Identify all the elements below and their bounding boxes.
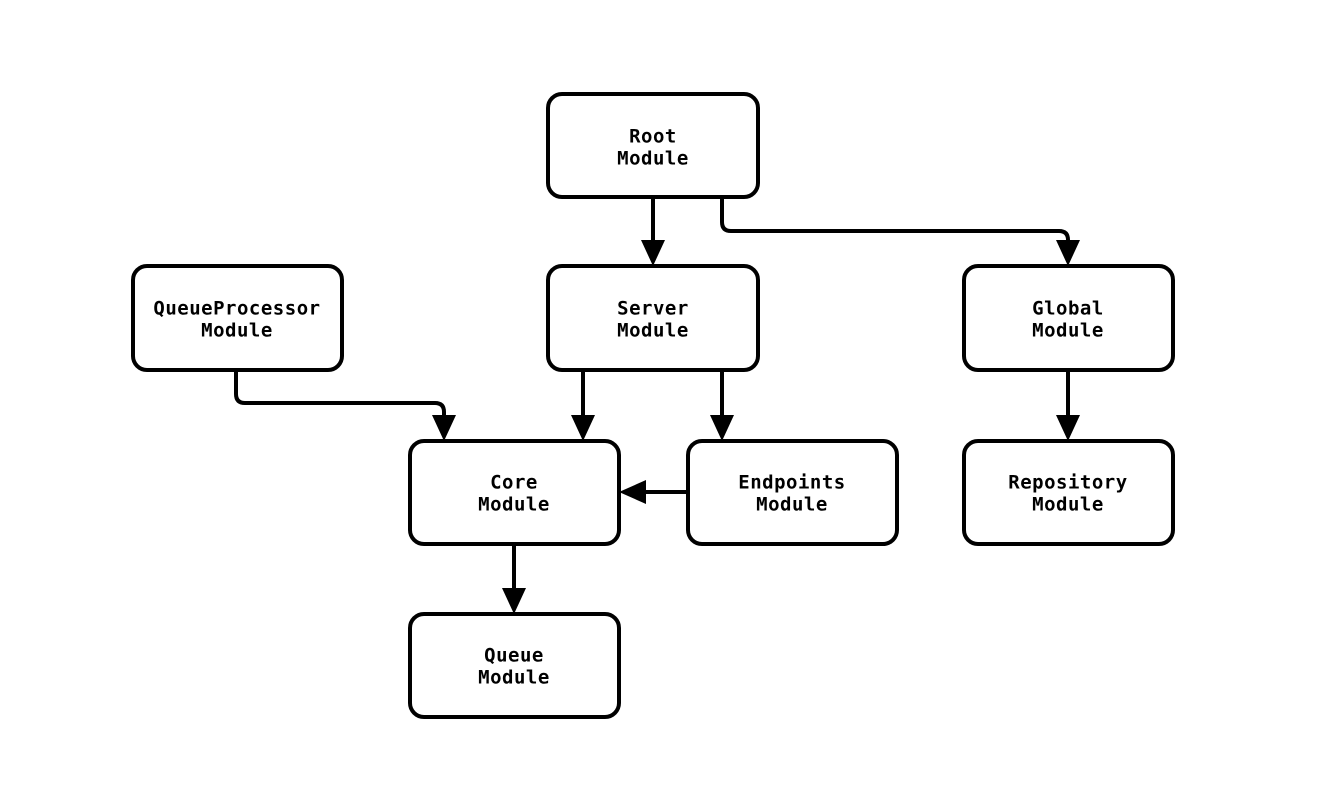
edge-root-server [641, 197, 665, 266]
node-queueprocessor-module-box[interactable] [131, 264, 344, 372]
node-endpoints-module-label-line2: Module [756, 494, 828, 516]
node-layer: Root Module QueueProcessor Module Server… [131, 92, 1175, 719]
node-core-module-label-line1: Core [490, 472, 538, 494]
node-endpoints-module-box[interactable] [686, 439, 899, 546]
node-core-module-label-line2: Module [478, 494, 550, 516]
node-global-module-label-line1: Global [1032, 298, 1104, 320]
node-repository-module-label-line1: Repository [1008, 472, 1127, 494]
node-server-module-label-line1: Server [617, 298, 689, 320]
node-root-module-label-line2: Module [617, 148, 689, 170]
node-queueprocessor-module[interactable]: QueueProcessor Module [131, 264, 344, 372]
edge-endpoints-core [619, 480, 688, 504]
node-server-module-label-line2: Module [617, 320, 689, 342]
node-queueprocessor-module-label-line2: Module [201, 320, 273, 342]
edge-global-repository [1056, 370, 1080, 441]
edge-queueprocessor-core [234, 370, 456, 441]
node-core-module-box[interactable] [408, 439, 621, 546]
edge-server-endpoints [710, 370, 734, 441]
node-endpoints-module[interactable]: Endpoints Module [686, 439, 899, 546]
edge-server-core [571, 370, 595, 441]
node-queue-module-label-line1: Queue [484, 645, 544, 667]
node-repository-module-box[interactable] [962, 439, 1175, 546]
node-queueprocessor-module-label-line1: QueueProcessor [153, 298, 320, 320]
node-queue-module-label-line2: Module [478, 667, 550, 689]
node-repository-module-label-line2: Module [1032, 494, 1104, 516]
node-queue-module[interactable]: Queue Module [408, 612, 621, 719]
node-queue-module-box[interactable] [408, 612, 621, 719]
node-root-module-box[interactable] [546, 92, 760, 199]
node-global-module[interactable]: Global Module [962, 264, 1175, 372]
node-endpoints-module-label-line1: Endpoints [738, 472, 845, 494]
node-server-module-box[interactable] [546, 264, 760, 372]
node-global-module-box[interactable] [962, 264, 1175, 372]
node-root-module-label-line1: Root [629, 126, 677, 148]
edge-root-global [720, 197, 1080, 266]
node-root-module[interactable]: Root Module [546, 92, 760, 199]
edge-core-queue [502, 544, 526, 614]
node-server-module[interactable]: Server Module [546, 264, 760, 372]
node-global-module-label-line2: Module [1032, 320, 1104, 342]
node-core-module[interactable]: Core Module [408, 439, 621, 546]
node-repository-module[interactable]: Repository Module [962, 439, 1175, 546]
edge-layer [234, 197, 1080, 614]
